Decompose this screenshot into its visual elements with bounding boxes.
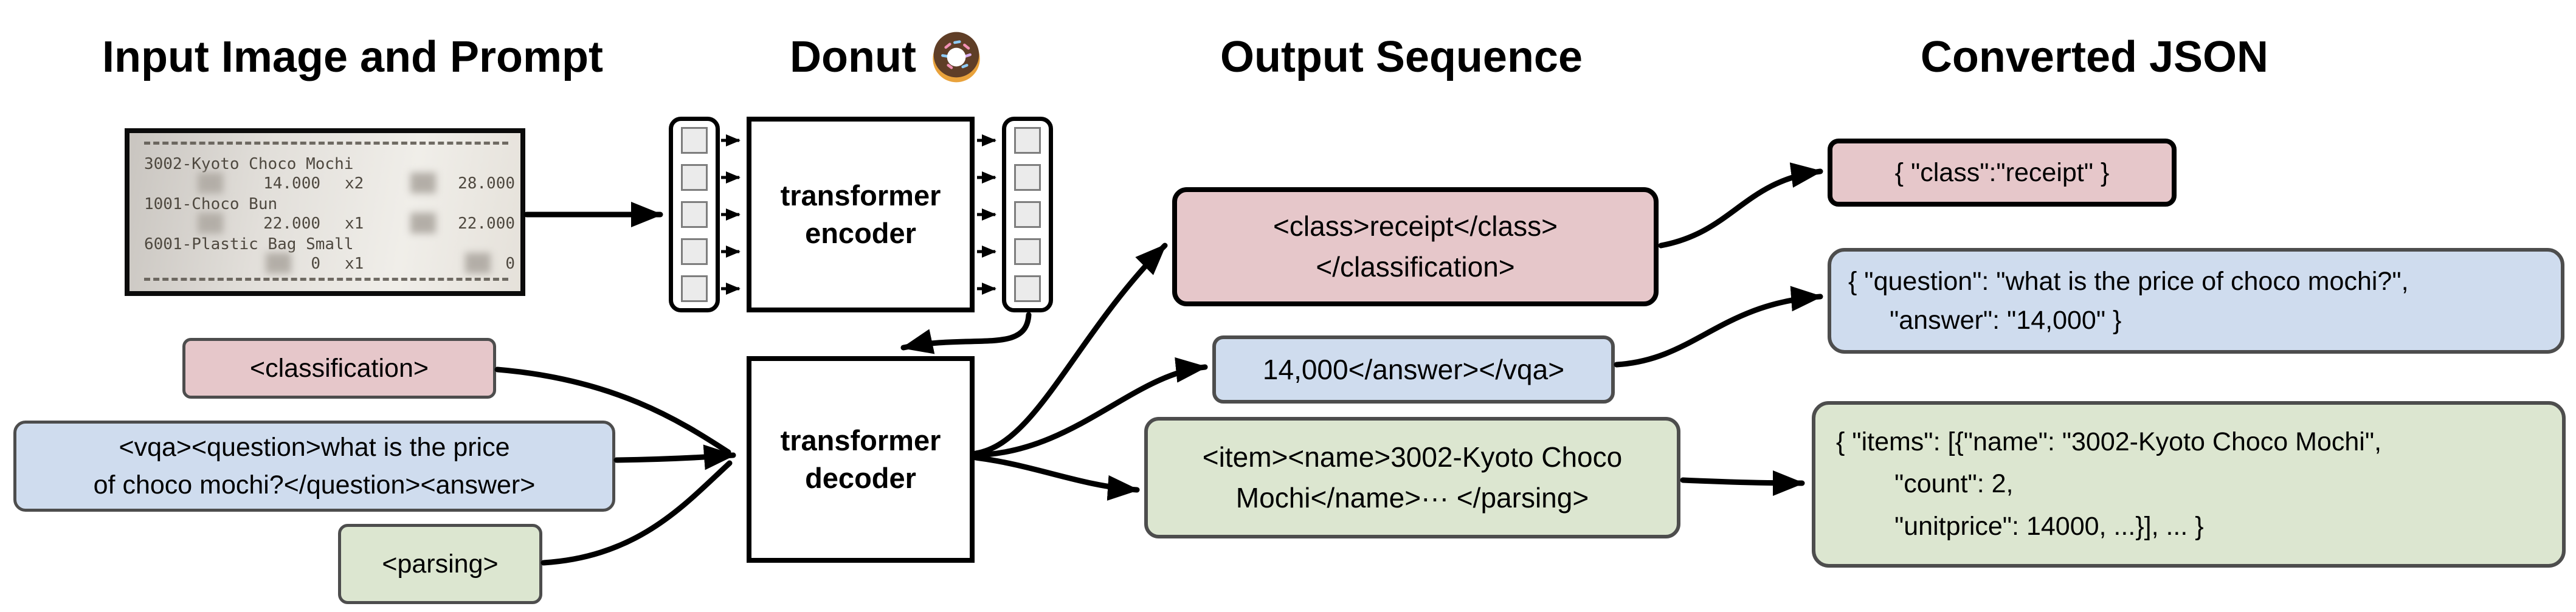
receipt-dashed-rule-top: [144, 142, 508, 145]
json-vqa-line2: "answer": "14,000" }: [1890, 306, 2122, 335]
patch-token: [681, 164, 708, 191]
receipt-item-name: 3002-Kyoto Choco Mochi: [144, 155, 354, 173]
receipt-redaction-blur: [410, 173, 436, 193]
donut-emoji-icon: [933, 32, 980, 83]
title-donut-text: Donut: [790, 33, 916, 81]
output-classification-box: <class>receipt</class> </classification>: [1172, 187, 1659, 306]
embedding-token: [1014, 127, 1041, 154]
json-vqa-line1: { "question": "what is the price of choc…: [1848, 266, 2409, 296]
receipt-redaction-blur: [266, 253, 291, 273]
arrow-parsing-output-to-json: [1680, 470, 1805, 496]
output-parsing-line2: Mochi</name>··· </parsing>: [1235, 482, 1589, 514]
json-parsing-line1: { "items": [{"name": "3002-Kyoto Choco M…: [1836, 427, 2382, 456]
json-parsing-box: { "items": [{"name": "3002-Kyoto Choco M…: [1812, 401, 2566, 568]
receipt-redaction-blur: [198, 173, 223, 193]
arrow-classification-output-to-json: [1658, 162, 1823, 249]
receipt-redaction-blur: [410, 213, 436, 233]
prompt-parsing-box: <parsing>: [338, 524, 542, 604]
receipt-qty: x1: [345, 215, 364, 233]
json-classification-box: { "class":"receipt" }: [1828, 139, 2177, 207]
receipt-unitprice: 0: [311, 255, 320, 273]
prompt-classification-box: <classification>: [182, 338, 496, 399]
transformer-encoder-block: transformer encoder: [747, 117, 975, 312]
output-classification-line1: <class>receipt</class>: [1273, 210, 1558, 242]
prompt-vqa-line2: of choco mochi?</question><answer>: [93, 470, 536, 500]
receipt-item-values: 14.000 x2 28.000: [144, 173, 515, 194]
receipt-qty: x2: [345, 174, 364, 193]
output-parsing-line1: <item><name>3002-Kyoto Choco: [1202, 441, 1623, 473]
json-vqa-box: { "question": "what is the price of choc…: [1828, 248, 2564, 354]
output-parsing-box: <item><name>3002-Kyoto Choco Mochi</name…: [1144, 417, 1680, 538]
prompt-vqa-box: <vqa><question>what is the price of choc…: [13, 421, 615, 512]
embedding-token: [1014, 164, 1041, 191]
prompt-vqa-line1: <vqa><question>what is the price: [119, 432, 510, 462]
arrow-encoder-to-decoder: [900, 312, 1032, 354]
transformer-decoder-block: transformer decoder: [747, 356, 975, 563]
output-vqa-box: 14,000</answer></vqa>: [1212, 335, 1615, 404]
output-classification-line2: </classification>: [1316, 251, 1515, 283]
json-parsing-line3: "unitprice": 14000, ...}], ... }: [1894, 511, 2204, 541]
embedding-token: [1014, 275, 1041, 302]
encoder-output-embedding-tokens: [1002, 117, 1053, 312]
arrow-decoder-to-parsing-output: [973, 455, 1140, 501]
input-receipt-image: 3002-Kyoto Choco Mochi 14.000 x2 28.000 …: [125, 128, 525, 296]
receipt-unitprice: 14.000: [263, 174, 320, 193]
patch-token: [681, 275, 708, 302]
arrow-vqa-prompt-to-decoder: [613, 444, 736, 470]
receipt-unitprice: 22.000: [263, 215, 320, 233]
receipt-qty: x1: [345, 255, 364, 273]
arrow-vqa-output-to-json: [1614, 286, 1823, 368]
patch-token: [681, 127, 708, 154]
receipt-total: 22.000: [458, 215, 515, 233]
receipt-redaction-blur: [465, 253, 491, 273]
json-parsing-line2: "count": 2,: [1894, 469, 2014, 499]
title-output-sequence: Output Sequence: [1220, 33, 1583, 81]
title-input-image-and-prompt: Input Image and Prompt: [102, 33, 604, 81]
receipt-item-name: 1001-Choco Bun: [144, 195, 278, 213]
receipt-total: 28.000: [458, 174, 515, 193]
embedding-token: [1014, 201, 1041, 228]
receipt-total: 0: [505, 255, 515, 273]
encoder-input-patch-tokens: [669, 117, 720, 312]
receipt-item-values: 0 x1 0: [144, 253, 515, 274]
receipt-redaction-blur: [198, 213, 223, 233]
patch-token: [681, 238, 708, 265]
title-donut: Donut: [760, 29, 1015, 85]
embedding-token: [1014, 238, 1041, 265]
receipt-dashed-rule-bottom: [144, 278, 508, 281]
patch-token: [681, 201, 708, 228]
receipt-item-name: 6001-Plastic Bag Small: [144, 235, 354, 253]
title-converted-json: Converted JSON: [1920, 33, 2269, 81]
receipt-item-values: 22.000 x1 22.000: [144, 213, 515, 234]
